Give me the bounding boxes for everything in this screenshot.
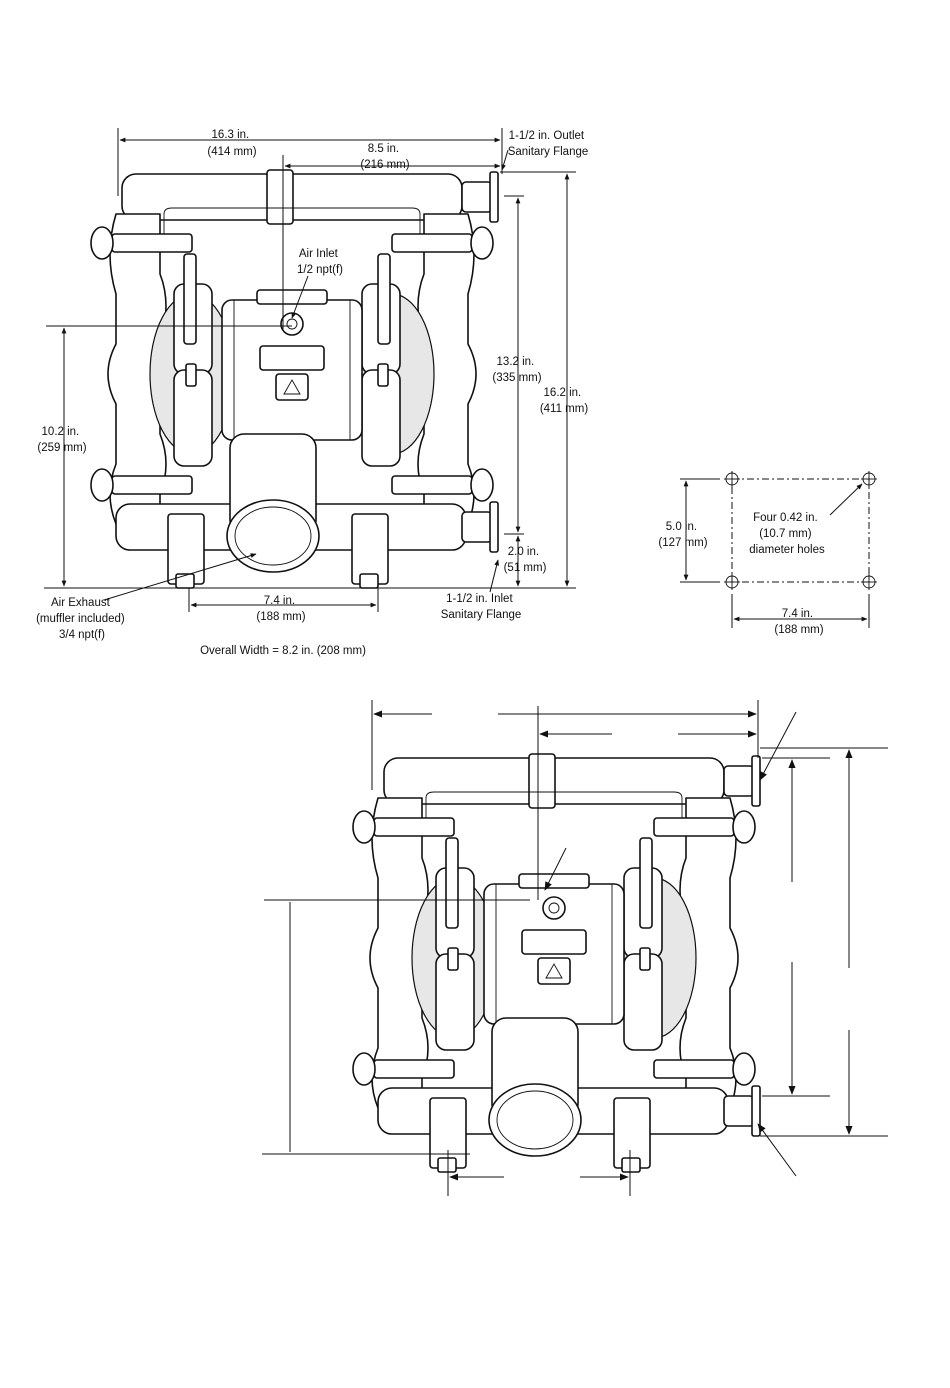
mounting-hole xyxy=(861,574,877,590)
leader-holes xyxy=(829,483,863,516)
label-center-to-outlet: 8.5 in. (216 mm) xyxy=(360,143,409,171)
leader-air-inlet xyxy=(291,275,309,319)
label-hole-horizontal: 7.4 in. (188 mm) xyxy=(774,608,823,636)
leader-bottom-outlet xyxy=(759,711,797,781)
top-dimension-lines xyxy=(61,137,570,608)
label-air-inlet: Air Inlet 1/2 npt(f) xyxy=(297,248,343,276)
label-overall-width-note: Overall Width = 8.2 in. (208 mm) xyxy=(200,645,366,657)
leader-air-exhaust xyxy=(103,553,257,601)
label-foot-spacing: 7.4 in. (188 mm) xyxy=(256,595,305,623)
label-holes: Four 0.42 in. (10.7 mm) diameter holes xyxy=(749,512,825,556)
label-height-inlet: 10.2 in. (259 mm) xyxy=(37,426,86,454)
bottom-dimension-lines xyxy=(289,710,853,1181)
top-extension-lines xyxy=(44,128,576,612)
leader-inlet xyxy=(489,559,500,593)
label-air-exhaust: Air Exhaust (muffler included) 3/4 npt(f… xyxy=(36,597,128,641)
label-outlet-to-inlet: 13.2 in. (335 mm) xyxy=(492,356,541,384)
label-overall-height: 16.2 in. (411 mm) xyxy=(540,387,589,415)
mounting-hole xyxy=(724,574,740,590)
leader-bottom-inlet xyxy=(757,1123,797,1177)
bottom-pump-illustration xyxy=(352,753,761,1173)
label-inlet-height: 2.0 in. (51 mm) xyxy=(504,546,547,574)
leader-outlet xyxy=(501,149,509,171)
top-pump-illustration xyxy=(90,169,499,589)
mounting-hole-pattern xyxy=(680,471,877,628)
label-outlet-flange: 1-1/2 in. Outlet Sanitary Flange xyxy=(508,130,589,158)
leader-bottom-air-inlet xyxy=(544,847,567,891)
label-inlet-flange: 1-1/2 in. Inlet Sanitary Flange xyxy=(441,593,522,621)
mounting-hole xyxy=(861,471,877,487)
label-overall-width: 16.3 in. (414 mm) xyxy=(207,129,256,158)
label-hole-vertical: 5.0 in. (127 mm) xyxy=(658,521,707,549)
mounting-hole xyxy=(724,471,740,487)
bottom-extension-lines xyxy=(262,700,888,1196)
